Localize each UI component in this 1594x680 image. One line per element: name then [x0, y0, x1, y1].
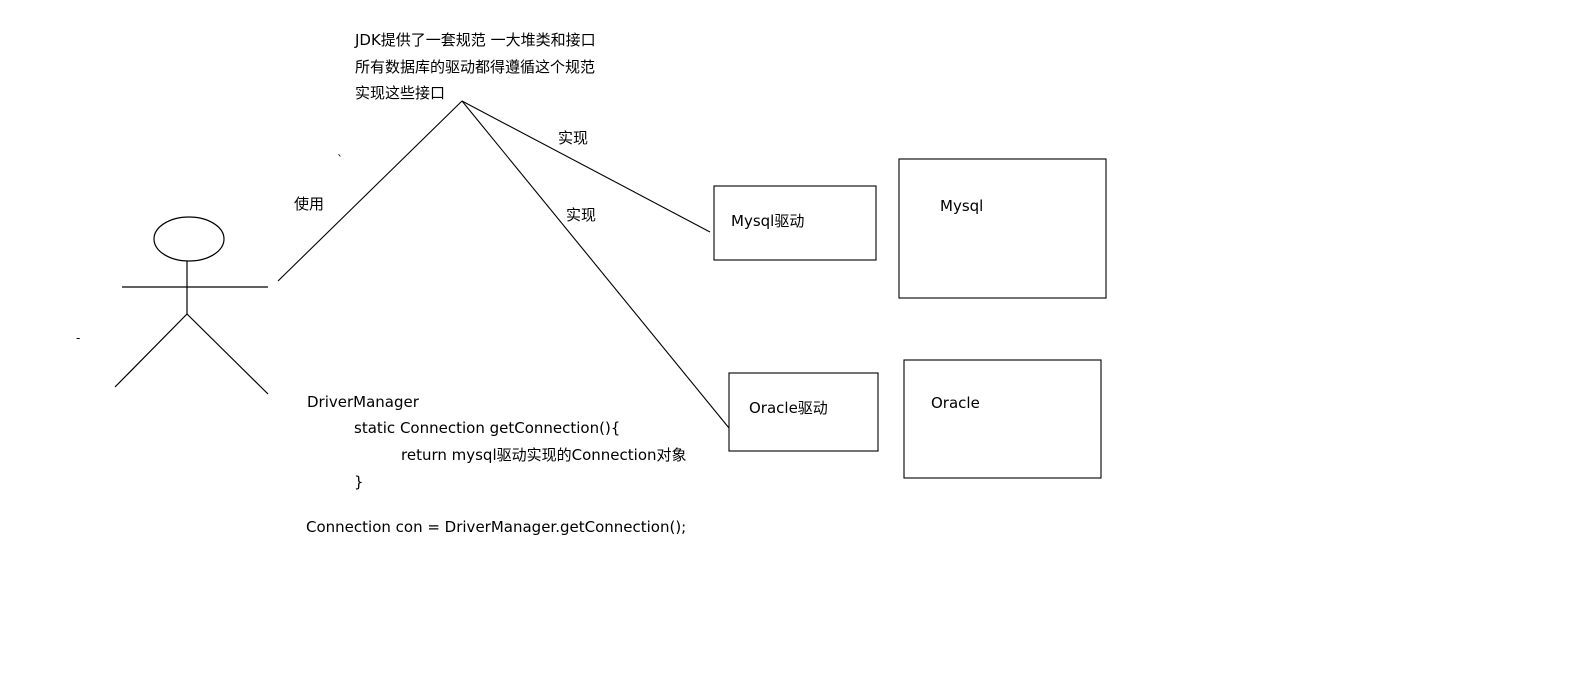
code-line-1: DriverManager	[307, 393, 419, 411]
impl-oracle-line	[461, 100, 730, 429]
mysql-db-box	[898, 158, 1107, 299]
oracle-db-label: Oracle	[931, 394, 980, 412]
note-line-3: 实现这些接口	[355, 84, 446, 102]
stray-mark-1: `	[337, 153, 343, 167]
impl-mysql-line	[461, 100, 711, 233]
mysql-driver-box	[713, 185, 877, 261]
code-line-3: return mysql驱动实现的Connection对象	[401, 446, 687, 464]
note-line-1: JDK提供了一套规范 一大堆类和接口	[355, 31, 596, 49]
actor-head	[153, 216, 225, 262]
boxes	[713, 158, 1107, 479]
impl-mysql-label: 实现	[558, 129, 589, 147]
code-line-2: static Connection getConnection(){	[354, 419, 621, 437]
actor-figure	[114, 216, 269, 395]
note-line-2: 所有数据库的驱动都得遵循这个规范	[355, 58, 596, 76]
oracle-driver-box	[728, 372, 879, 452]
stray-mark-2: -	[76, 331, 81, 345]
connector-lines	[277, 100, 730, 429]
mysql-db-label: Mysql	[940, 197, 984, 215]
use-line	[277, 100, 463, 282]
oracle-db-box	[903, 359, 1102, 479]
code-line-5: Connection con = DriverManager.getConnec…	[306, 518, 687, 536]
actor-right-leg	[186, 313, 269, 395]
use-label: 使用	[294, 195, 325, 213]
code-line-4: }	[354, 473, 364, 491]
oracle-driver-label: Oracle驱动	[749, 399, 828, 417]
impl-oracle-label: 实现	[566, 206, 597, 224]
actor-left-leg	[114, 313, 188, 388]
mysql-driver-label: Mysql驱动	[731, 212, 805, 230]
